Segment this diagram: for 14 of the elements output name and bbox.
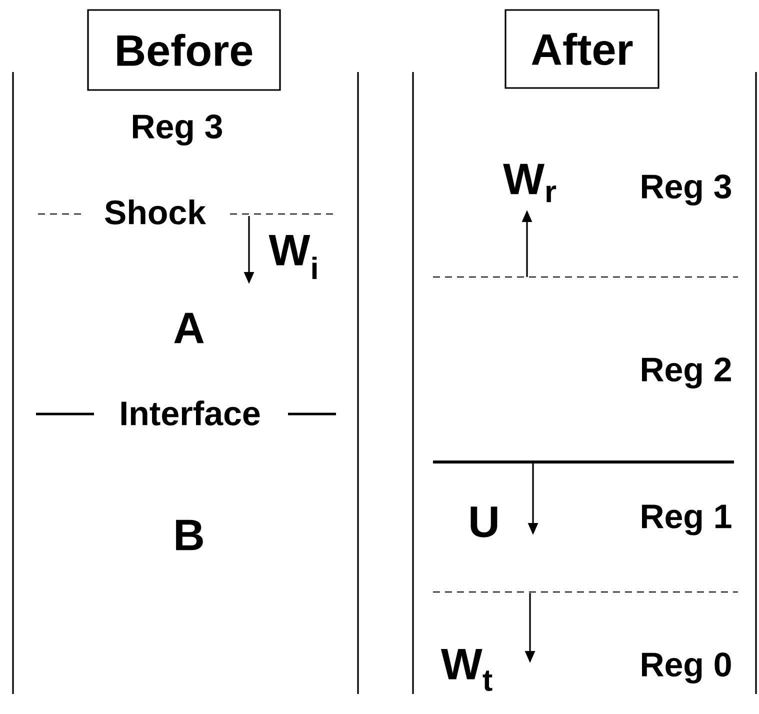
heading-box: Before: [87, 9, 281, 91]
velocity-label: W$_{t}$: [440, 648, 492, 692]
velocity-label: U: [470, 506, 498, 538]
shock-label: Shock: [104, 200, 206, 224]
region-label: Reg 0: [642, 652, 731, 684]
region-label: Reg 3: [642, 174, 732, 206]
region-label: Reg 1: [642, 504, 732, 536]
region-label: Reg 2: [642, 358, 731, 388]
heading-box: After: [504, 9, 660, 89]
velocity-label: W$_{r}$: [503, 164, 556, 202]
velocity-label: W$_{i}$: [268, 235, 317, 279]
interface-label: Interface: [121, 400, 260, 426]
material-label: B: [176, 520, 203, 550]
material-label: A: [174, 312, 204, 344]
